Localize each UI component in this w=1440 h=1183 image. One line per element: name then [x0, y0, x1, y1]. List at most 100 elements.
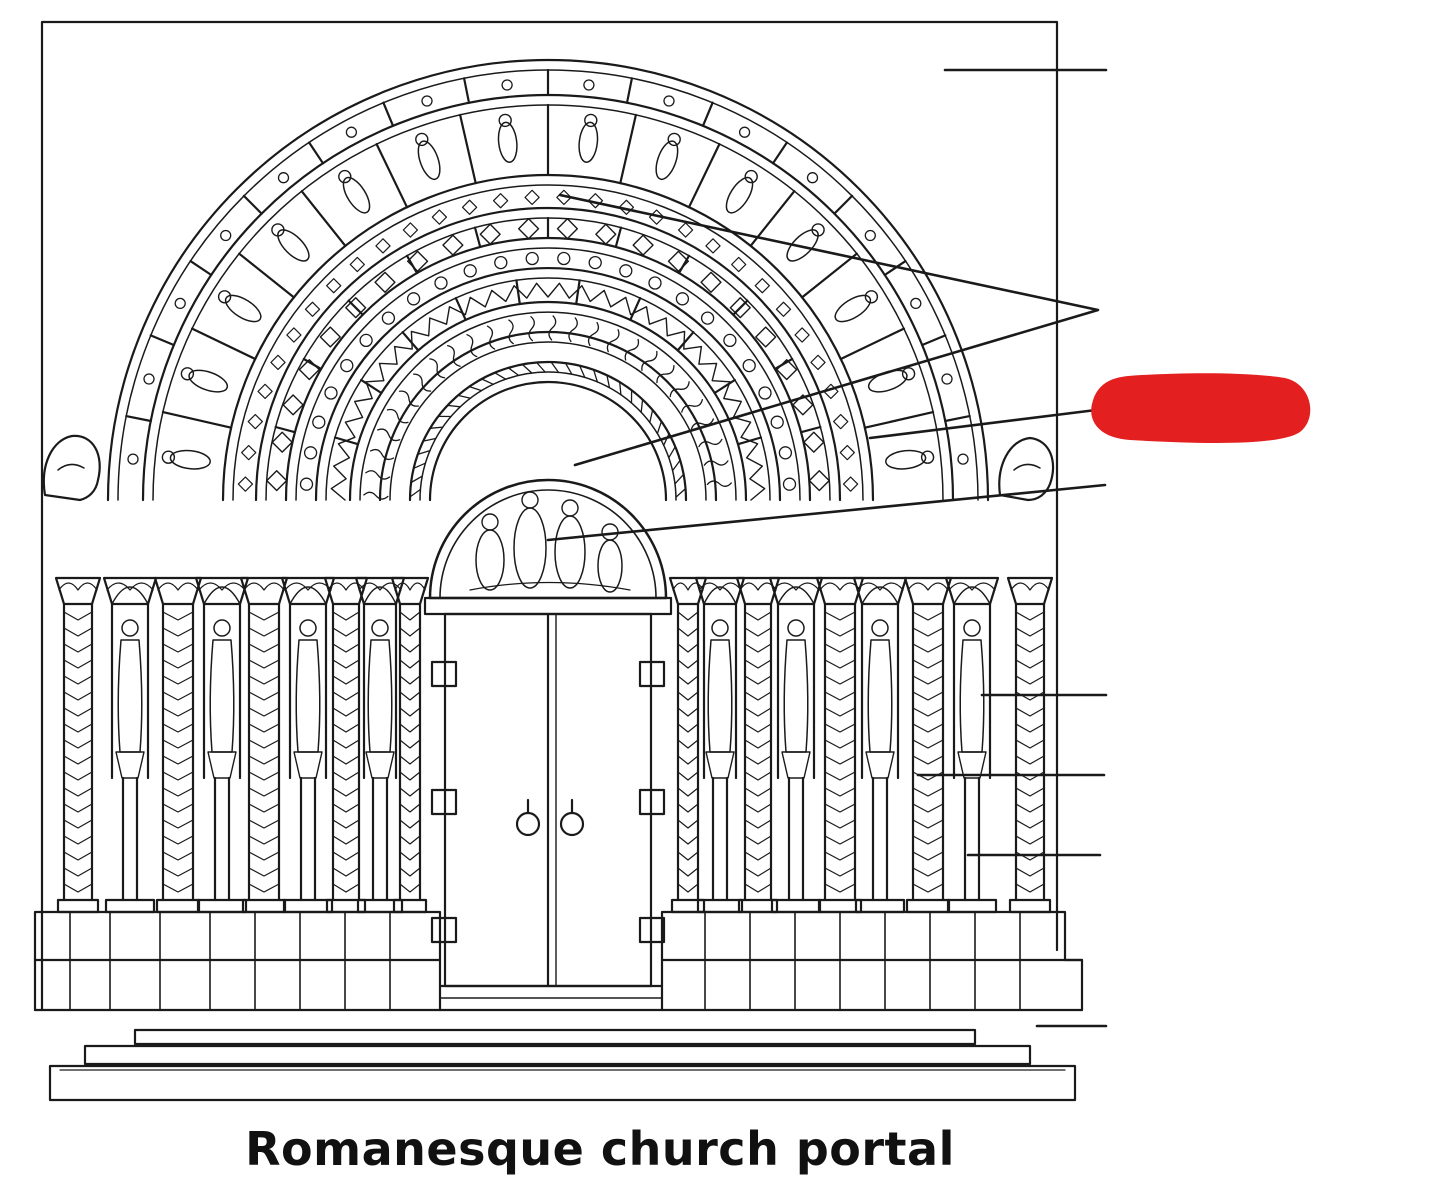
- rope-motif: [640, 398, 644, 413]
- rosette-motif: [675, 292, 690, 306]
- carved-figure: [417, 140, 441, 181]
- voussoir-line: [459, 113, 477, 185]
- voussoir-line: [863, 411, 935, 429]
- diamond-motif: [842, 476, 859, 492]
- voussoir-line: [713, 378, 736, 395]
- voussoir-line: [625, 77, 634, 104]
- jamb-column: [735, 576, 781, 914]
- jamb-column: [54, 576, 102, 914]
- voussoir-line: [191, 327, 257, 361]
- rosette-motif: [340, 358, 354, 373]
- jamb-column: [903, 576, 953, 914]
- voussoir-line: [125, 415, 152, 423]
- diamond-motif: [833, 413, 849, 430]
- voussoir-line: [677, 254, 691, 275]
- voussoir-line: [375, 143, 409, 209]
- rope-motif: [409, 488, 422, 498]
- diamond-motif: [632, 234, 654, 256]
- rope-motif: [446, 404, 461, 408]
- portal-drawing: [33, 20, 1108, 1102]
- rope-motif: [668, 446, 676, 459]
- diamond-motif: [271, 431, 293, 453]
- wave-motif: [363, 491, 389, 500]
- archivolt-ring: [295, 247, 801, 501]
- rosette-motif: [723, 333, 737, 348]
- jamb-column: [668, 576, 708, 914]
- carved-head: [667, 132, 681, 147]
- leader-redacted: [868, 408, 1098, 440]
- carved-figure: [655, 140, 679, 181]
- voussoir-line: [629, 297, 642, 321]
- rope-motif: [481, 378, 494, 385]
- scroll-motif: [941, 373, 953, 385]
- lintel: [423, 596, 673, 616]
- rosette-motif: [463, 264, 477, 278]
- diamond-motif: [375, 238, 391, 254]
- diamond-motif: [461, 199, 478, 215]
- diamond-motif: [286, 327, 302, 343]
- carved-head: [217, 290, 232, 304]
- diamond-motif: [776, 359, 798, 381]
- jamb-column: [239, 576, 289, 914]
- rope-motif: [619, 381, 622, 396]
- jamb-column: [1006, 576, 1054, 914]
- rosette-motif: [700, 311, 715, 325]
- scroll-motif: [345, 126, 358, 138]
- door-ring-right-icon[interactable]: [559, 798, 585, 837]
- tympanum-relief: [469, 491, 631, 593]
- voussoir-line: [575, 279, 581, 306]
- diamond-motif: [839, 444, 855, 461]
- rope-motif: [507, 367, 520, 377]
- diamond-motif: [257, 383, 273, 400]
- carved-head: [901, 367, 916, 381]
- rosette-motif: [494, 255, 508, 270]
- rope-motif: [410, 475, 423, 484]
- voussoir-line: [360, 378, 383, 395]
- rope-motif: [592, 369, 599, 383]
- voussoir-line: [619, 113, 638, 185]
- archivolt-ring: [314, 266, 782, 502]
- door[interactable]: [430, 612, 666, 988]
- carved-figure: [342, 176, 371, 214]
- frame-outline: [40, 20, 1059, 1012]
- wave-motif: [669, 381, 690, 398]
- carved-figure: [277, 229, 310, 262]
- rosette-motif: [588, 255, 602, 270]
- diamond-motif: [794, 327, 810, 343]
- diamond-motif: [479, 223, 501, 245]
- rosette-motif: [648, 276, 662, 290]
- rosette-motif: [324, 386, 338, 400]
- voussoir-line: [944, 415, 971, 423]
- diamond-motif: [729, 297, 751, 319]
- voussoir-line: [833, 194, 854, 215]
- carved-figure: [725, 176, 754, 214]
- wave-motif: [466, 334, 478, 358]
- rope-motif: [671, 459, 681, 472]
- wave-motif: [587, 321, 600, 347]
- rosette-motif: [778, 446, 793, 460]
- voussoir-line: [800, 252, 858, 299]
- jamb-column: [153, 576, 203, 914]
- leader-tympanum: [546, 483, 1107, 542]
- rosette-motif: [619, 264, 633, 278]
- jamb-statue-column: [768, 576, 824, 914]
- wave-motif: [706, 480, 732, 487]
- diamond-motif: [700, 271, 722, 293]
- door-ring-left-icon[interactable]: [515, 798, 541, 837]
- diamond-motif: [319, 326, 341, 348]
- archivolt-ring: [378, 330, 718, 502]
- rosette-motif: [782, 477, 797, 491]
- diamond-motif: [731, 256, 747, 273]
- jamb-statue-column: [852, 576, 908, 914]
- redaction-mark[interactable]: [1091, 373, 1311, 443]
- rope-motif: [674, 473, 685, 485]
- voussoir-line: [454, 297, 467, 321]
- diamond-motif: [524, 189, 540, 206]
- scroll-motif: [583, 79, 595, 91]
- voussoir-line: [308, 141, 325, 165]
- diamond-motif: [518, 218, 540, 240]
- carved-figure: [497, 121, 518, 163]
- carved-head: [498, 113, 512, 128]
- archivolt-ring: [389, 341, 707, 501]
- rope-motif: [494, 372, 507, 380]
